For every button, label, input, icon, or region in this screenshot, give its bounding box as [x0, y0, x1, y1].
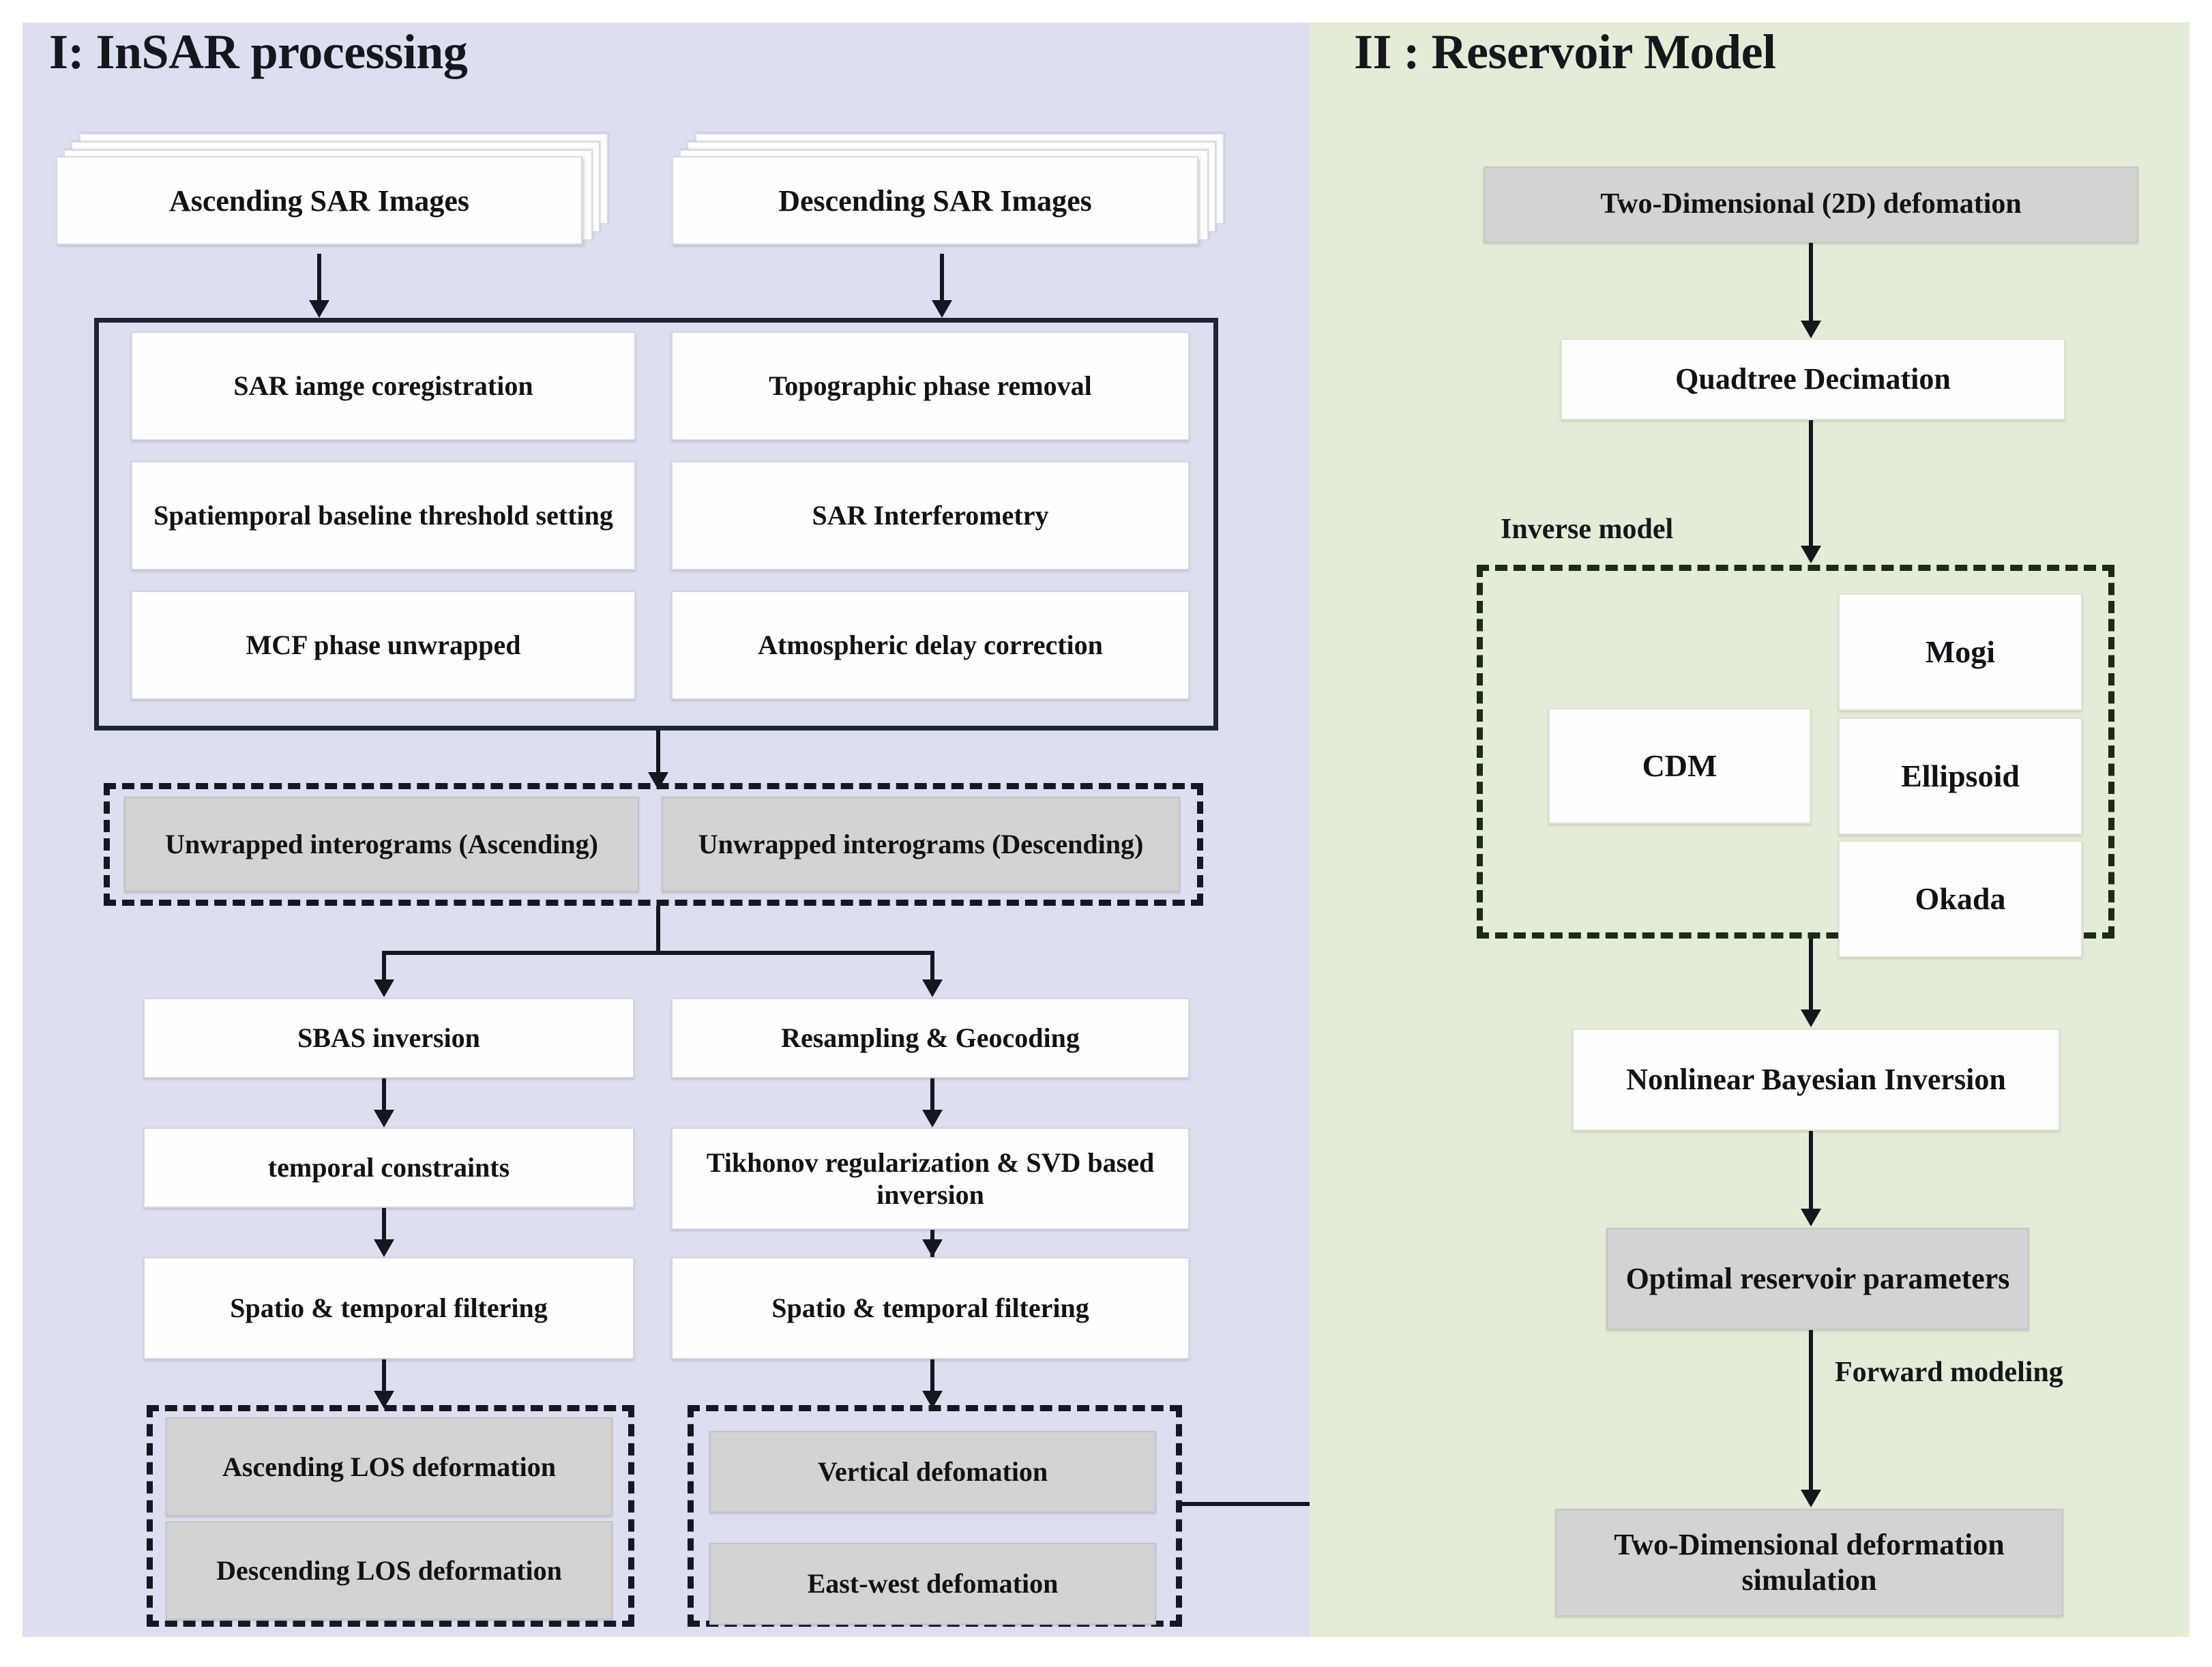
connector-2d-to-quadtree — [1809, 243, 1813, 325]
arrowhead-inverse-model — [1801, 546, 1821, 563]
node-unwrapped-interograms-ascending[interactable]: Unwrapped interograms (Ascending) — [124, 797, 639, 892]
node-tikhonov-svd-inversion[interactable]: Tikhonov regularization & SVD based inve… — [671, 1127, 1190, 1230]
node-optimal-reservoir-parameters[interactable]: Optimal reservoir parameters — [1606, 1228, 2029, 1330]
node-two-dimensional-deformation-simulation[interactable]: Two-Dimensional deformation simulation — [1555, 1509, 2063, 1617]
node-mcf-phase-unwrapped[interactable]: MCF phase unwrapped — [131, 591, 636, 700]
connector-interferograms-split — [382, 951, 934, 955]
inverse-model-caption: Inverse model — [1501, 514, 1674, 545]
connector-filter-to-output-left — [382, 1359, 386, 1395]
connector-inverse-to-bayesian — [1809, 939, 1813, 1014]
node-temporal-constraints[interactable]: temporal constraints — [143, 1127, 634, 1208]
node-ascending-los-deformation[interactable]: Ascending LOS deformation — [166, 1417, 613, 1516]
connector-split-left — [382, 951, 386, 984]
connector-bayesian-to-optimal — [1809, 1131, 1813, 1213]
connector-descending-to-processing — [940, 254, 944, 303]
arrowhead-split-left — [374, 979, 394, 997]
forward-modeling-caption: Forward modeling — [1835, 1357, 2063, 1388]
connector-split-right — [930, 951, 934, 984]
node-ellipsoid[interactable]: Ellipsoid — [1838, 718, 2082, 835]
arrowhead-simulation — [1801, 1490, 1821, 1507]
node-resampling-geocoding[interactable]: Resampling & Geocoding — [671, 998, 1190, 1078]
arrowhead-descending — [932, 300, 952, 318]
node-sar-image-coregistration[interactable]: SAR iamge coregistration — [131, 331, 636, 441]
node-vertical-defomation[interactable]: Vertical defomation — [709, 1431, 1156, 1513]
node-spatio-temporal-filtering-left[interactable]: Spatio & temporal filtering — [143, 1257, 634, 1359]
connector-optimal-to-simulation — [1809, 1330, 1813, 1494]
node-ascending-sar-images[interactable]: Ascending SAR Images — [56, 156, 583, 245]
panel-left-title: I: InSAR processing — [49, 25, 468, 79]
node-sar-interferometry[interactable]: SAR Interferometry — [671, 461, 1190, 570]
node-spatio-temporal-filtering-right[interactable]: Spatio & temporal filtering — [671, 1257, 1190, 1359]
node-sbas-inversion[interactable]: SBAS inversion — [143, 998, 634, 1078]
connector-filter-to-output-right — [930, 1359, 934, 1395]
outputs-left-group-border — [147, 1405, 634, 1627]
input-stack-ascending: Ascending SAR Images — [56, 133, 608, 245]
node-quadtree-decimation[interactable]: Quadtree Decimation — [1561, 338, 2065, 420]
node-cdm[interactable]: CDM — [1548, 708, 1811, 824]
connector-ascending-to-processing — [317, 254, 321, 303]
node-two-dimensional-2d-defomation[interactable]: Two-Dimensional (2D) defomation — [1484, 166, 2138, 243]
node-okada[interactable]: Okada — [1838, 840, 2082, 958]
arrowhead-ascending — [309, 300, 329, 318]
arrowhead-bayesian — [1801, 1009, 1821, 1027]
node-unwrapped-interograms-descending[interactable]: Unwrapped interograms (Descending) — [662, 797, 1180, 892]
connector-interferograms-stem — [656, 906, 660, 954]
panel-right-title: II : Reservoir Model — [1354, 25, 1776, 79]
node-descending-los-deformation[interactable]: Descending LOS deformation — [166, 1521, 613, 1620]
arrowhead-split-right — [922, 979, 943, 997]
node-east-west-defomation[interactable]: East-west defomation — [709, 1543, 1156, 1625]
node-mogi[interactable]: Mogi — [1838, 593, 2082, 711]
connector-quadtree-to-inverse — [1809, 420, 1813, 550]
node-spatiemporal-baseline-threshold[interactable]: Spatiemporal baseline threshold setting — [131, 461, 636, 570]
node-topographic-phase-removal[interactable]: Topographic phase removal — [671, 331, 1190, 441]
processing-group-border — [94, 318, 1218, 731]
connector-resampling-to-tikhonov — [930, 1078, 934, 1114]
arrowhead-tikhonov — [922, 1239, 943, 1257]
connector-sbas-to-temporal — [382, 1078, 386, 1114]
node-descending-sar-images[interactable]: Descending SAR Images — [672, 156, 1198, 245]
arrowhead-sbas — [374, 1110, 394, 1127]
arrowhead-resampling — [922, 1110, 943, 1127]
inverse-model-group-border — [1477, 565, 2114, 939]
node-atmospheric-delay-correction[interactable]: Atmospheric delay correction — [671, 591, 1190, 700]
arrowhead-optimal-params — [1801, 1209, 1821, 1226]
input-stack-descending: Descending SAR Images — [672, 133, 1224, 245]
connector-temporal-to-filter — [382, 1208, 386, 1243]
interferograms-group-border — [104, 783, 1203, 906]
node-nonlinear-bayesian-inversion[interactable]: Nonlinear Bayesian Inversion — [1572, 1029, 2060, 1131]
arrowhead-quadtree — [1801, 321, 1821, 338]
connector-processing-to-interferograms — [656, 731, 660, 777]
connector-outputs-to-2d-horizontal — [1180, 1502, 1366, 1506]
arrowhead-temporal — [374, 1239, 394, 1257]
